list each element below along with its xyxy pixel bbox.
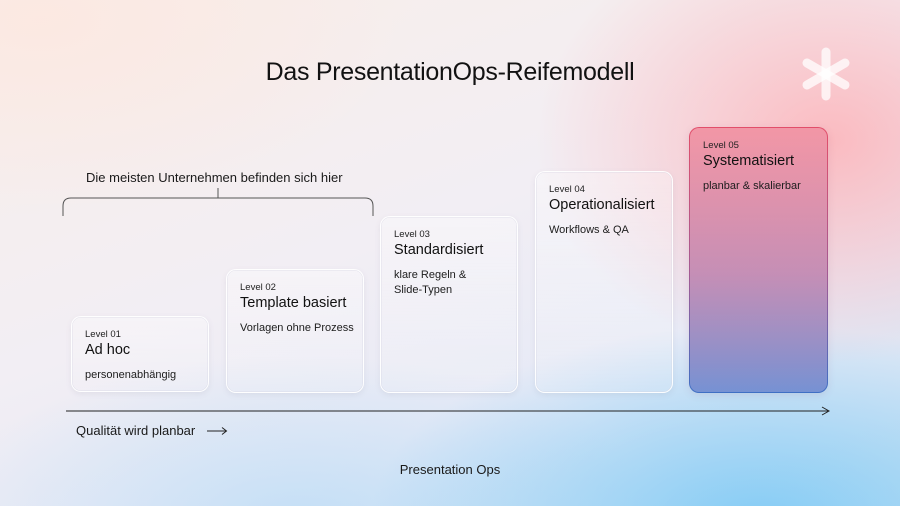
level-card-02: Level 02 Template basiert Vorlagen ohne … [226,269,364,393]
level-number: Level 01 [85,329,121,340]
quality-axis [66,406,831,416]
level-number: Level 05 [703,140,739,151]
level-description: planbar & skalierbar [703,180,801,192]
asterisk-logo-icon [802,47,850,101]
level-description: Workflows & QA [549,224,629,236]
level-number: Level 04 [549,184,585,195]
level-name: Systematisiert [703,153,795,169]
bracket-label: Die meisten Unternehmen befinden sich hi… [86,170,343,185]
level-description: personenabhängig [85,369,177,381]
level-card-03: Level 03 Standardisiert klare Regeln & S… [380,216,518,393]
level-number: Level 02 [240,282,276,293]
page-title: Das PresentationOps-Reifemodell [265,58,635,86]
level-number: Level 03 [394,229,430,240]
level-description: klare Regeln & Slide-Typen [394,269,467,296]
axis-label: Qualität wird planbar [76,423,196,438]
level-card-01: Level 01 Ad hoc personenabhängig [71,316,209,392]
level-name: Standardisiert [394,242,484,258]
level-name: Template basiert [240,295,347,311]
arrow-right-icon [207,427,228,435]
level-name: Operationalisiert [549,197,655,213]
grouping-bracket [62,188,374,216]
level-card-05: Level 05 Systematisiert planbar & skalie… [689,127,828,393]
level-description: Vorlagen ohne Prozess [240,322,354,334]
level-card-04: Level 04 Operationalisiert Workflows & Q… [535,171,673,393]
footer-brand: Presentation Ops [399,462,501,477]
level-name: Ad hoc [85,342,131,358]
